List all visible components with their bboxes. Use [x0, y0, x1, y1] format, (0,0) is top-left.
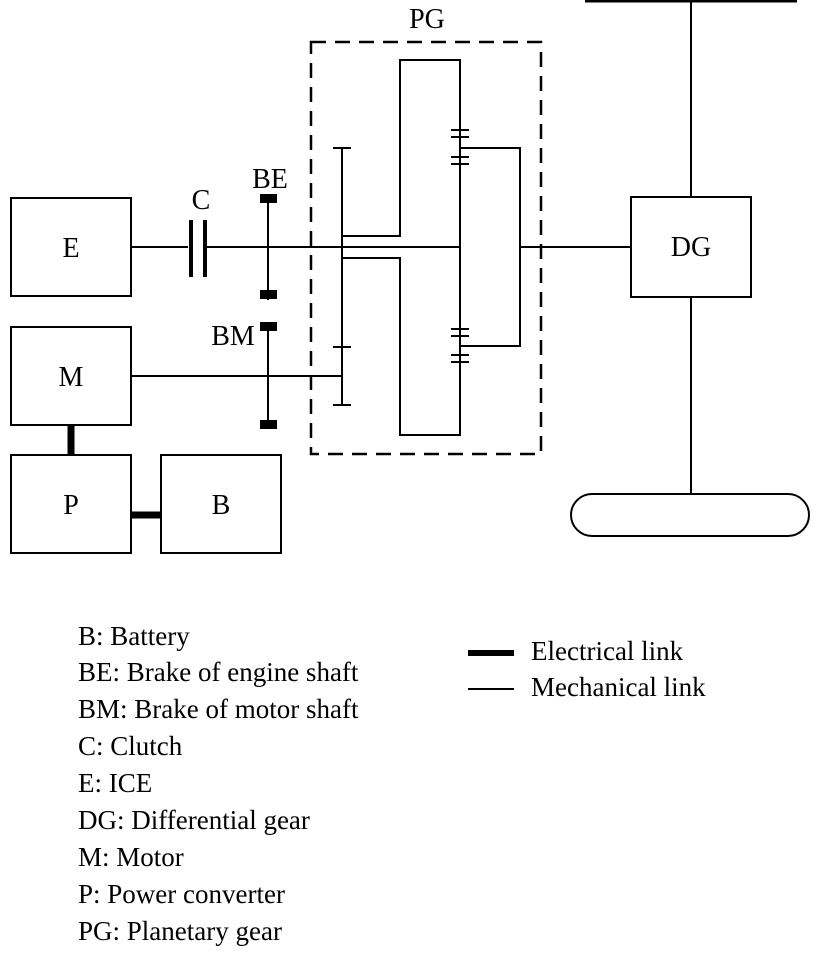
mechanical-link-label: Mechanical link	[531, 672, 706, 702]
electrical-link-key: Electrical link	[468, 636, 684, 666]
battery-box	[160, 454, 282, 554]
legend-item: M: Motor	[78, 842, 184, 872]
ring-lower-bracket	[342, 257, 461, 436]
brake-engine-label: BE	[252, 164, 288, 195]
electrical-link-label: Electrical link	[531, 636, 684, 666]
legend-item: BM: Brake of motor shaft	[78, 694, 359, 724]
brake-motor-label: BM	[211, 321, 255, 352]
brake-motor-pad-bottom	[260, 420, 277, 429]
mechanical-link-swatch	[468, 688, 514, 690]
ring-upper-bracket	[342, 59, 461, 237]
differential-label: DG	[671, 232, 711, 263]
brake-engine-pad-bottom	[260, 290, 277, 299]
brake-engine-pad-top	[260, 194, 277, 203]
legend-item: B: Battery	[78, 621, 190, 651]
planet-gear-upper	[451, 129, 469, 172]
legend-item: PG: Planetary gear	[78, 916, 282, 946]
bottom-wheel	[570, 493, 810, 537]
planetary-gear-label: PG	[409, 4, 445, 35]
legend-item: P: Power converter	[78, 879, 285, 909]
power-converter-label: P	[63, 490, 79, 521]
legend-item: DG: Differential gear	[78, 805, 310, 835]
clutch-label: C	[192, 185, 211, 216]
electrical-link-swatch	[468, 650, 514, 656]
motor-label: M	[59, 362, 84, 393]
brake-motor-pad-top	[260, 322, 277, 331]
legend-item: E: ICE	[78, 768, 153, 798]
battery-label: B	[212, 490, 231, 521]
engine-label: E	[62, 233, 79, 264]
planet-gear-lower	[451, 328, 469, 370]
carrier-frame	[460, 147, 521, 347]
mechanical-link-key: Mechanical link	[468, 672, 706, 702]
legend-item: BE: Brake of engine shaft	[78, 657, 359, 687]
legend-item: C: Clutch	[78, 731, 183, 761]
